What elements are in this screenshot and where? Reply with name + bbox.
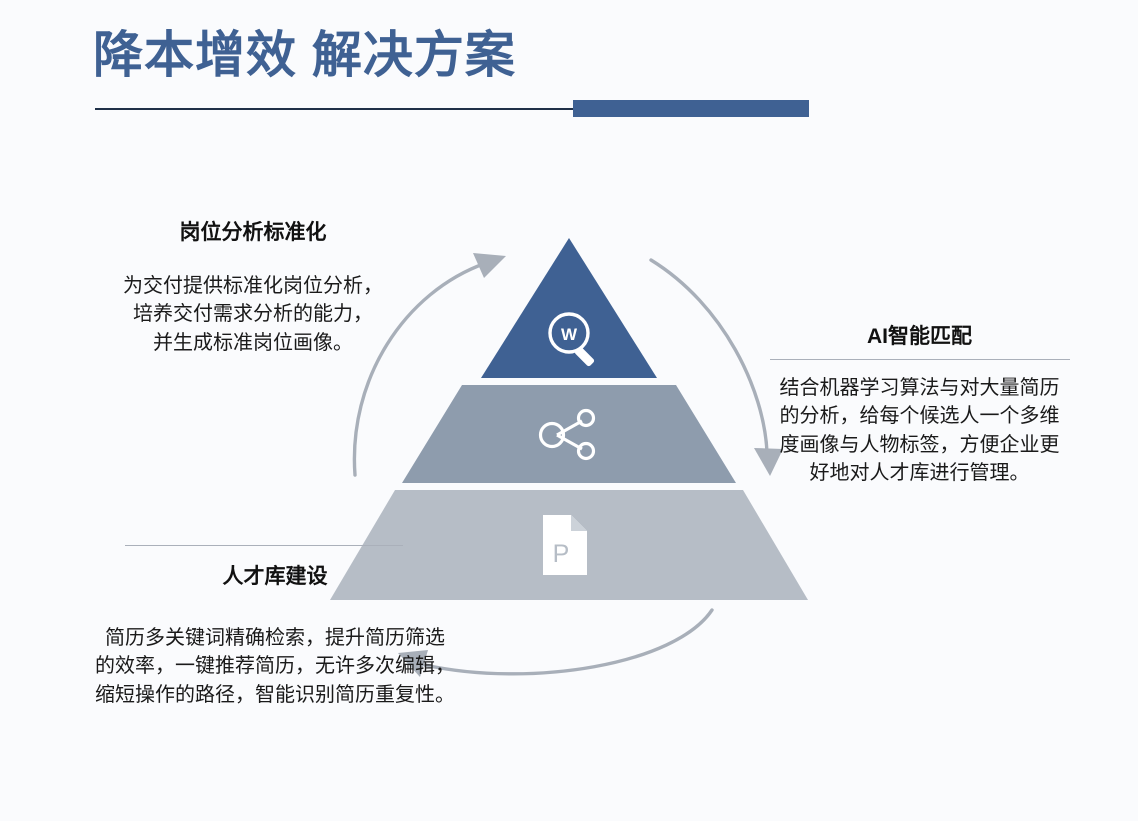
share-network-icon <box>538 408 596 461</box>
magnifier-w-icon: W <box>548 312 595 367</box>
callout-ai-match-title: AI智能匹配 <box>867 325 972 348</box>
svg-text:P: P <box>553 540 570 568</box>
title-accent-bar <box>573 100 809 117</box>
callout-talent-pool-divider <box>125 545 403 546</box>
arrow-up-left <box>352 253 506 477</box>
arrow-sweep-bottom <box>398 608 714 677</box>
pyramid-tier-top[interactable] <box>481 238 657 378</box>
callout-talent-pool-title: 人才库建设 <box>222 565 328 588</box>
callout-job-analysis-title: 岗位分析标准化 <box>179 221 327 244</box>
pyramid-diagram: W P <box>330 238 808 600</box>
arrow-down-right <box>649 258 783 476</box>
callout-ai-match-body: 结合机器学习算法与对大量简历 的分析，给每个候选人一个多维 度画像与人物标签，方… <box>779 377 1060 485</box>
callout-talent-pool-body: 简历多关键词精确检索，提升简历筛选 的效率，一键推荐简历，无许多次编辑， 缩短操… <box>95 627 455 706</box>
callout-ai-match: AI智能匹配 结合机器学习算法与对大量简历 的分析，给每个候选人一个多维 度画像… <box>742 320 1097 488</box>
callout-job-analysis-body: 为交付提供标准化岗位分析， 培养交付需求分析的能力， 并生成标准岗位画像。 <box>123 275 383 354</box>
callout-ai-match-divider <box>769 359 1070 360</box>
pyramid-tier-middle[interactable] <box>402 385 736 483</box>
title-underline-rule <box>95 108 575 110</box>
callout-job-analysis: 岗位分析标准化 为交付提供标准化岗位分析， 培养交付需求分析的能力， 并生成标准… <box>78 216 428 357</box>
page-title: 降本增效 解决方案 <box>93 27 516 83</box>
callout-talent-pool: 人才库建设 简历多关键词精确检索，提升简历筛选 的效率，一键推荐简历，无许多次编… <box>40 545 510 709</box>
svg-text:W: W <box>561 325 578 344</box>
document-p-icon: P <box>543 515 587 575</box>
